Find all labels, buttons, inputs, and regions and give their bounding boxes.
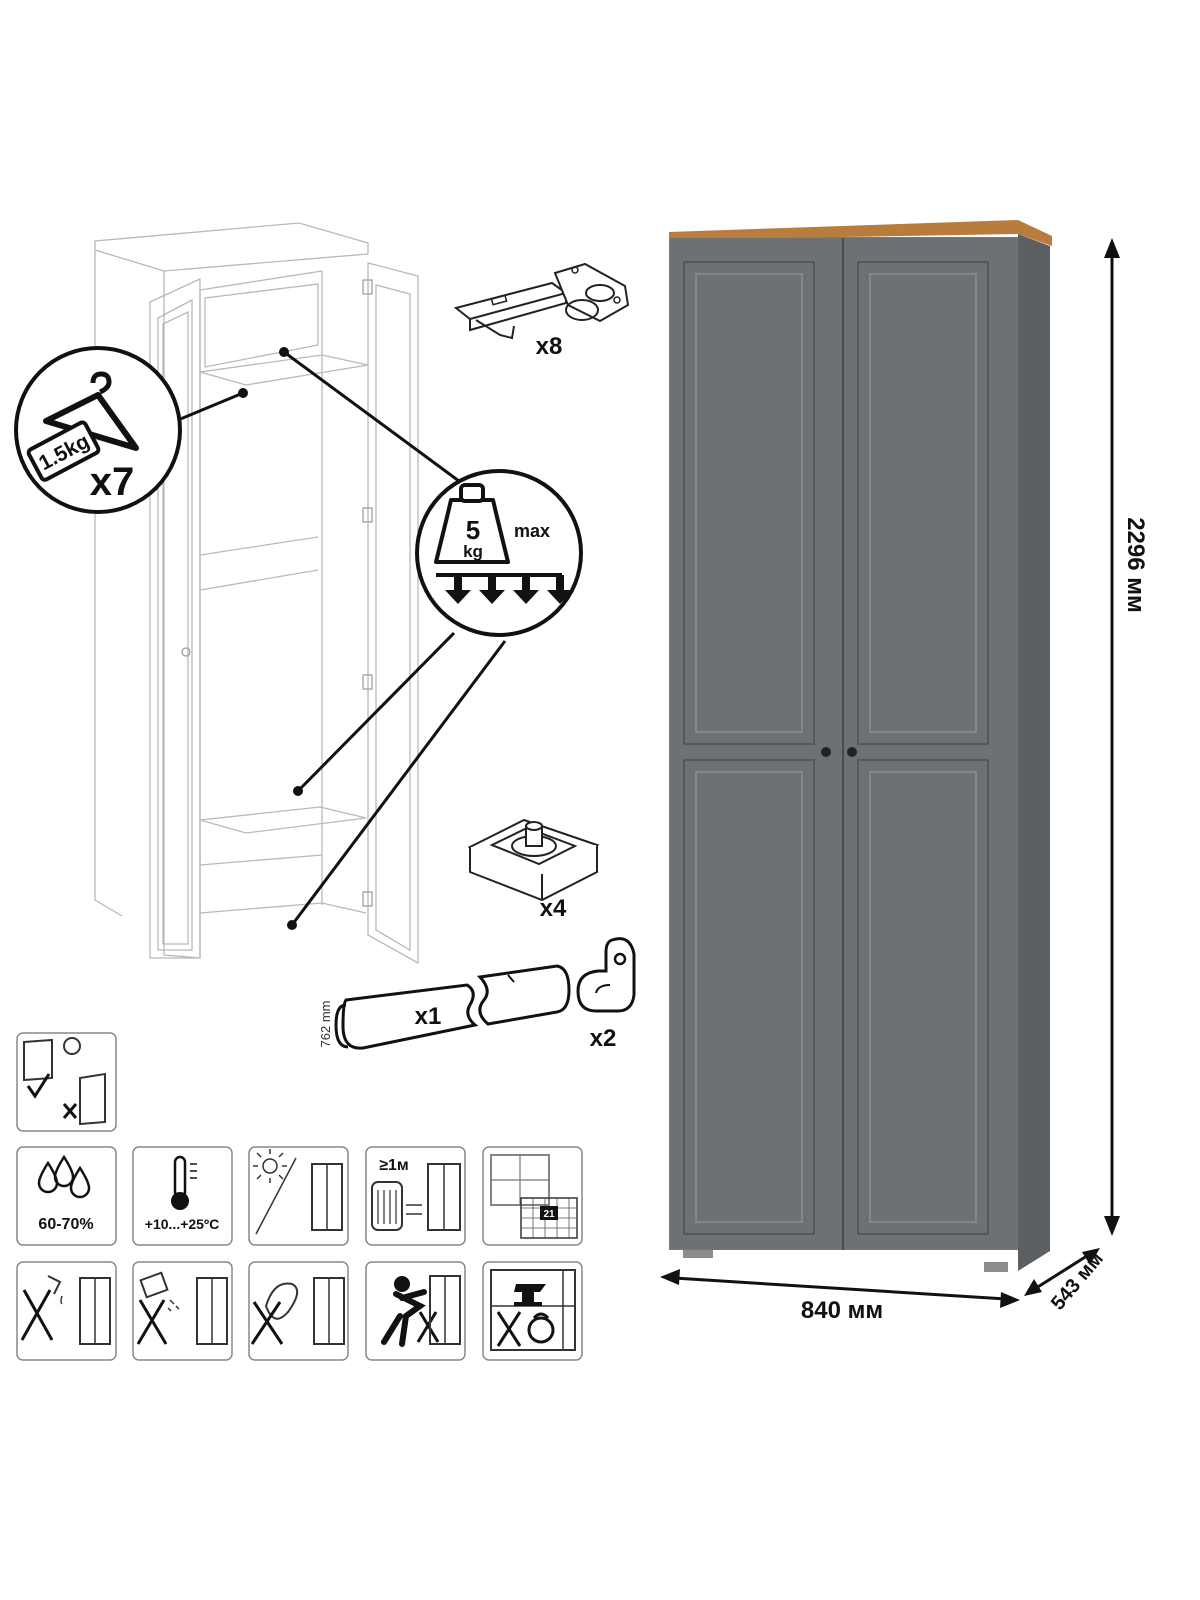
- bracket-count: x2: [590, 1025, 617, 1052]
- adjustable-foot-icon: [467, 818, 600, 902]
- wardrobe-render: [669, 220, 1052, 1272]
- left-door-knob: [821, 747, 831, 757]
- hanging-rail-icon: [334, 964, 571, 1050]
- width-dimension: 840 мм: [660, 1269, 1020, 1324]
- rail-count: x1: [415, 1003, 442, 1030]
- hinge-part: x8: [453, 262, 630, 360]
- hinge-icon: [453, 262, 630, 340]
- rail-part: x1 762 mm: [318, 964, 571, 1050]
- assembly-icon: [16, 1032, 117, 1132]
- width-label: 840 мм: [801, 1297, 883, 1324]
- wood-worktop: [669, 220, 1052, 246]
- rail-length-label: 762 mm: [318, 1001, 333, 1048]
- temperature-icon: +10...+25ºC: [132, 1146, 233, 1246]
- load-arrows-icon: [445, 575, 573, 604]
- sunlight-icon: [248, 1146, 349, 1246]
- calendar-day: 21: [543, 1209, 555, 1220]
- foot-count: x4: [540, 895, 567, 922]
- no-liquids-icon: [16, 1261, 117, 1361]
- weight-icon: [434, 483, 510, 564]
- wardrobe-outline-drawing: [94, 222, 419, 965]
- no-abrasives-icon: [132, 1261, 233, 1361]
- shelf-load-callout: 5 kg max: [415, 469, 583, 637]
- rail-bracket-icon: [576, 937, 636, 1013]
- calendar-icon: 21: [482, 1146, 583, 1246]
- hinge-marks: [362, 279, 373, 907]
- depth-label: 543 мм: [1047, 1248, 1108, 1315]
- shelf-weight-value: 5: [466, 515, 480, 545]
- height-label: 2296 мм: [1122, 517, 1149, 613]
- height-dimension: 2296 мм: [1104, 238, 1149, 1236]
- shelf-weight-unit: kg: [463, 542, 483, 561]
- no-heavy-load-icon: [482, 1261, 583, 1361]
- foot-part: x4: [467, 818, 600, 922]
- hanger-load-callout: 1.5kg x7: [14, 346, 182, 514]
- distance-label: ≥1м: [379, 1157, 409, 1174]
- hanger-count-label: x7: [90, 460, 135, 504]
- right-door-knob: [847, 747, 857, 757]
- shelf-weight-max: max: [514, 521, 550, 541]
- temperature-label: +10...+25ºC: [145, 1216, 219, 1232]
- leader-lines: [177, 347, 507, 930]
- door-panels: [683, 261, 989, 1235]
- no-pushing-icon: [365, 1261, 466, 1361]
- heater-distance-icon: ≥1м: [365, 1146, 466, 1246]
- bracket-part: x2: [576, 937, 636, 1052]
- humidity-icon: 60-70%: [16, 1146, 117, 1246]
- care-icons: 60-70% +10...+25ºC ≥1м: [16, 1032, 583, 1361]
- hinge-count: x8: [536, 333, 563, 360]
- humidity-label: 60-70%: [38, 1216, 93, 1233]
- no-sponge-icon: [248, 1261, 349, 1361]
